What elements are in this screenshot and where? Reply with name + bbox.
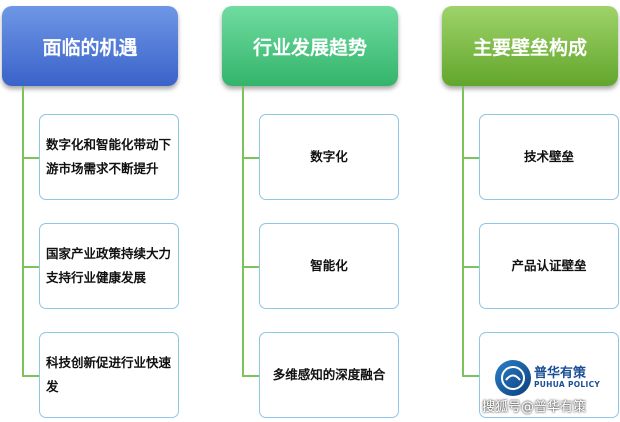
connector-line [242,86,244,376]
item-box: 智能化 [259,223,399,309]
column-header: 主要壁垒构成 [442,6,618,86]
connector-branch [242,157,259,159]
item-box: 产品认证壁垒 [479,223,619,309]
item-box: 科技创新促进行业快速发 [39,332,179,418]
brand-name-en: PUHUA POLICY [534,380,601,389]
item-box: 数字化和智能化带动下游市场需求不断提升 [39,114,179,200]
connector-line [462,86,464,376]
item-text: 国家产业政策持续大力支持行业健康发展 [46,246,172,285]
connector-branch [462,157,479,159]
connector-branch [22,266,39,268]
connector-branch [462,375,479,377]
connector-branch [22,157,39,159]
connector-branch [242,375,259,377]
column-trends: 行业发展趋势 数字化 智能化 多维感知的深度融合 [220,0,420,422]
item-text: 产品认证壁垒 [511,258,587,273]
column-barriers: 主要壁垒构成 技术壁垒 产品认证壁垒 [440,0,620,422]
connector-branch [242,266,259,268]
connector-line [22,86,24,376]
connector-branch [22,375,39,377]
item-box: 数字化 [259,114,399,200]
brand-name: 普华有策 [534,366,587,381]
item-box: 技术壁垒 [479,114,619,200]
item-box: 国家产业政策持续大力支持行业健康发展 [39,223,179,309]
item-text: 智能化 [310,258,348,273]
column-header: 面临的机遇 [2,6,178,86]
item-text: 数字化和智能化带动下游市场需求不断提升 [46,137,172,176]
item-text: 多维感知的深度融合 [272,367,386,382]
column-opportunities: 面临的机遇 数字化和智能化带动下游市场需求不断提升 国家产业政策持续大力支持行业… [0,0,200,422]
brand-logo-icon [495,360,531,396]
item-text: 技术壁垒 [523,149,574,164]
source-watermark: 搜狐号@普华有策 [482,400,587,415]
column-header: 行业发展趋势 [222,6,398,86]
item-text: 科技创新促进行业快速发 [46,355,172,394]
item-box: 多维感知的深度融合 [259,332,399,418]
connector-branch [462,266,479,268]
item-text: 数字化 [310,149,348,164]
